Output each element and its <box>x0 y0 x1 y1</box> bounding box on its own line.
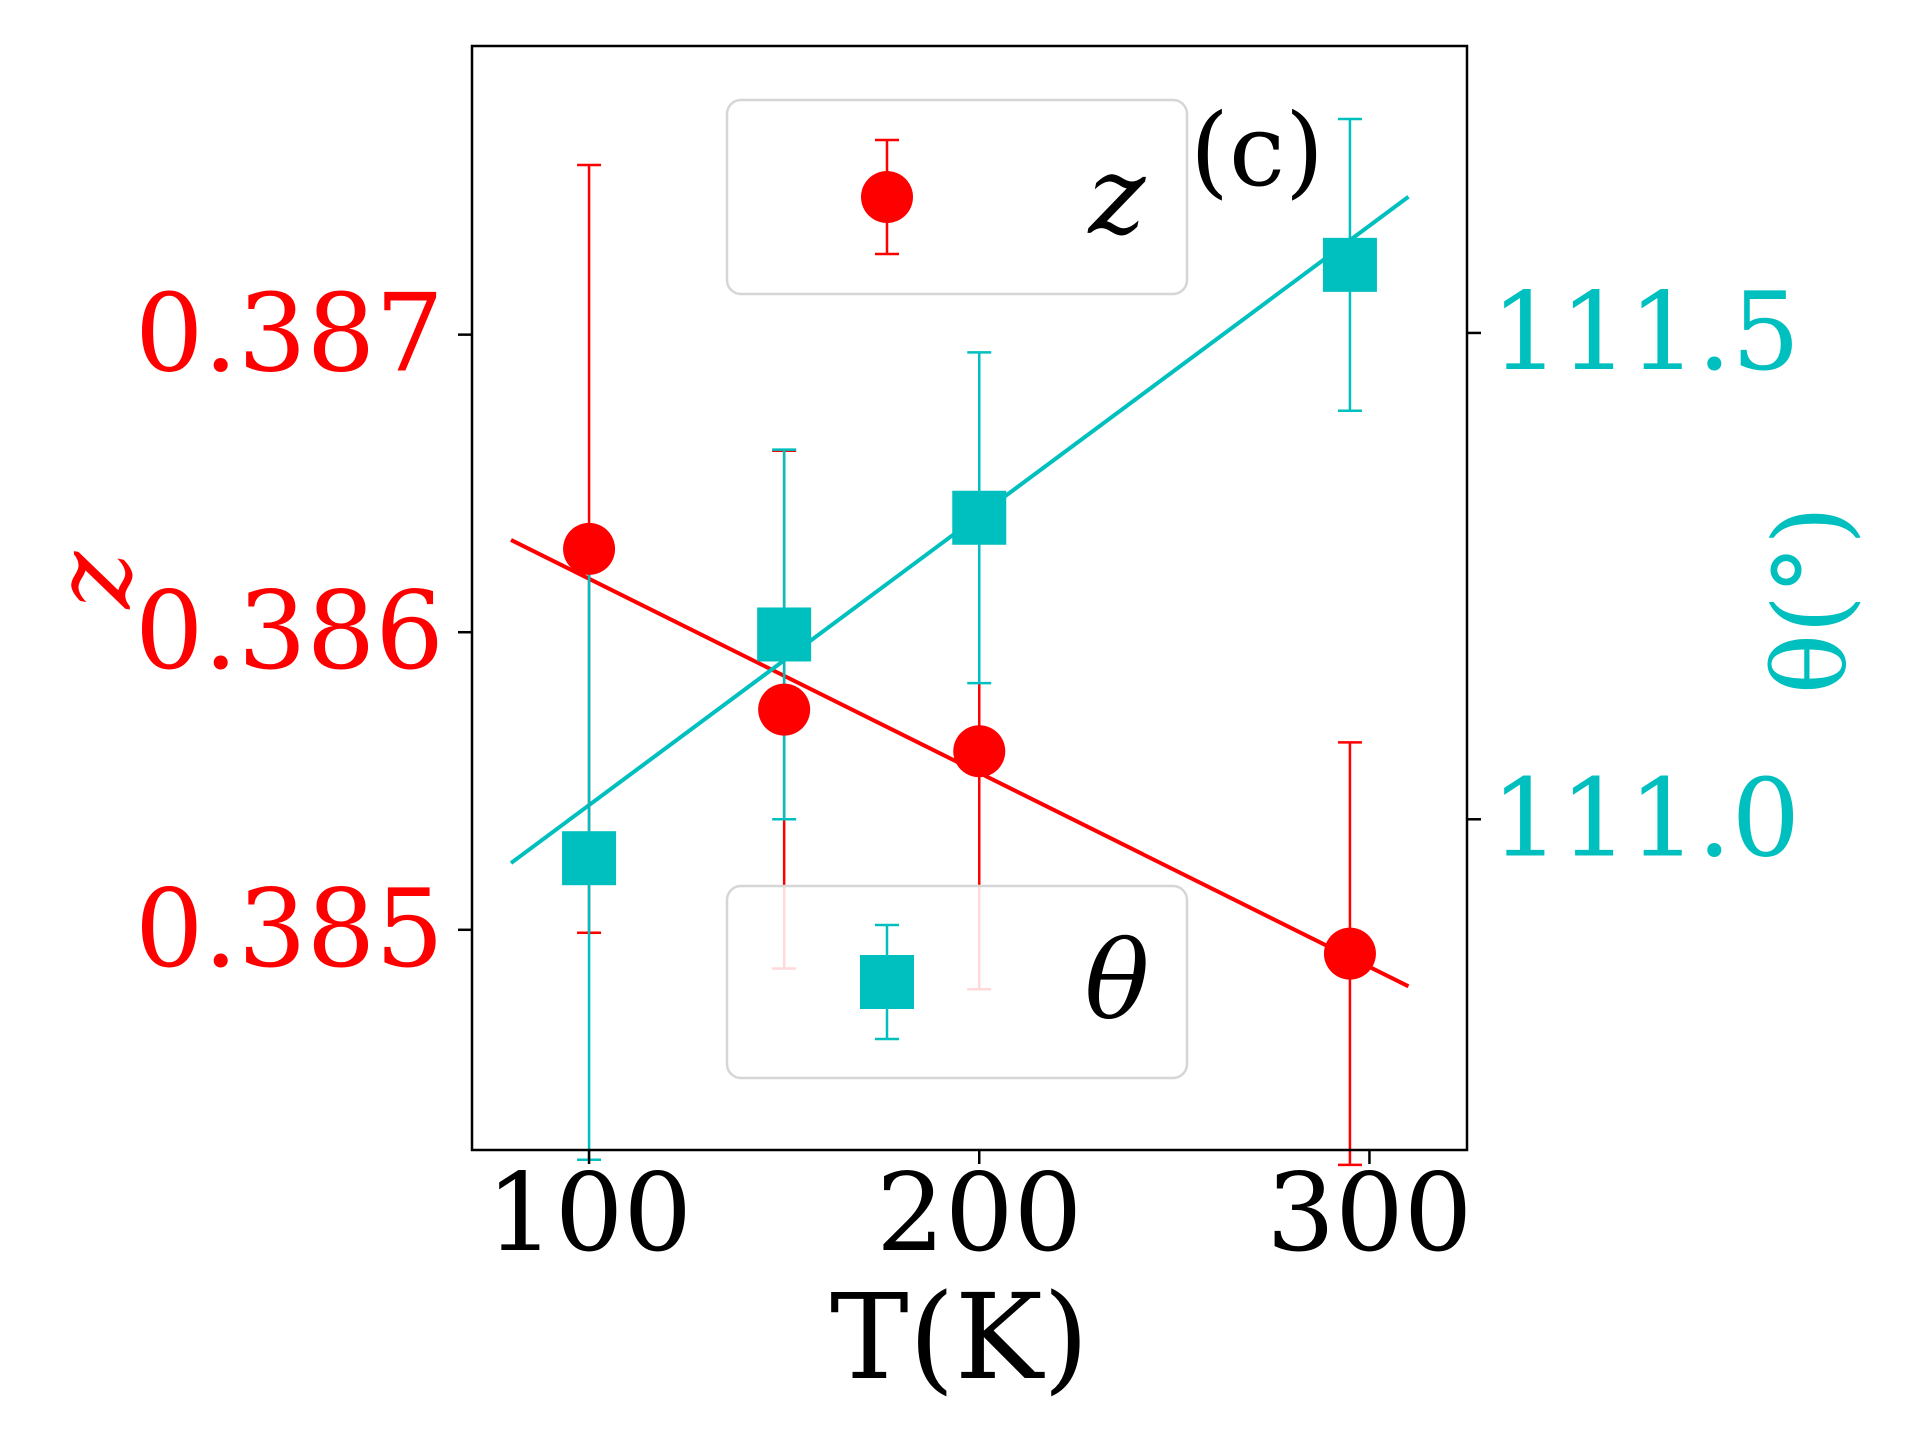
x-tick-label: 200 <box>876 1151 1082 1276</box>
legend-marker-z <box>861 171 913 223</box>
legends: zθ <box>725 98 1189 1080</box>
panel-label: (c) <box>1190 92 1324 209</box>
y-right-axis-label: θ(°) <box>1752 506 1869 694</box>
axes: 100 200 300 0.385 0.386 0.387 111.0 111.5 <box>135 44 1800 1276</box>
x-axis-label: T(K) <box>830 1268 1089 1406</box>
axes-frame <box>470 44 1469 1152</box>
labels: T(K) z θ(°) (c) <box>31 92 1869 1406</box>
point-theta <box>562 831 617 886</box>
point-z <box>953 725 1006 778</box>
y-left-tick-label: 0.385 <box>135 867 444 992</box>
data-points <box>562 237 1377 980</box>
y-right-tick-label: 111.0 <box>1491 756 1800 881</box>
legend-box-z <box>725 98 1189 296</box>
point-z <box>758 683 811 736</box>
legend-marker-theta <box>860 955 914 1009</box>
legend-box-theta <box>725 884 1189 1080</box>
legend-label-z: z <box>1087 134 1147 259</box>
point-theta <box>1322 237 1377 292</box>
y-left-axis-label: z <box>31 550 156 610</box>
point-z <box>1323 927 1376 980</box>
legend-label-theta: θ <box>1084 919 1149 1044</box>
point-theta <box>757 607 812 662</box>
x-tick-label: 100 <box>486 1151 692 1276</box>
point-z <box>563 522 616 575</box>
x-tick-label: 300 <box>1266 1151 1472 1276</box>
point-theta <box>952 490 1007 545</box>
y-left-tick-label: 0.387 <box>135 272 444 397</box>
y-left-tick-label: 0.386 <box>135 569 444 694</box>
y-right-tick-label: 111.5 <box>1491 270 1800 395</box>
